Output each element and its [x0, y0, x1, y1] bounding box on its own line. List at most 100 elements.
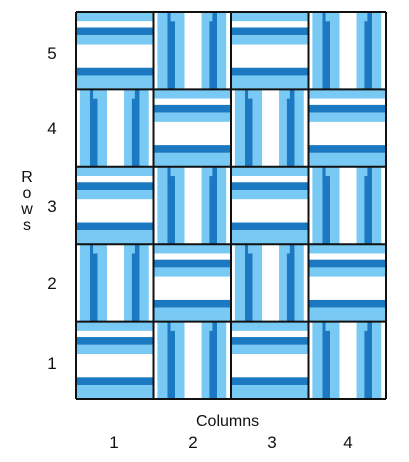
vertical-stripe-white: [231, 89, 235, 167]
horizontal-stripe-white: [153, 276, 231, 300]
weave-overlap-tick: [248, 89, 256, 99]
horizontal-stripe-light: [231, 12, 309, 22]
vertical-stripe-white: [308, 166, 313, 245]
weave-overlap-tick: [282, 244, 290, 254]
vertical-stripe-light: [294, 244, 304, 322]
vertical-stripe-white: [381, 166, 386, 245]
vertical-stripe-light: [312, 321, 323, 399]
horizontal-stripe-light: [231, 321, 309, 331]
vertical-stripe-light: [252, 89, 262, 167]
horizontal-stripe-white: [76, 21, 154, 28]
horizontal-stripe-light: [153, 307, 231, 322]
horizontal-stripe-light: [153, 244, 231, 254]
horizontal-stripe-dark: [153, 299, 231, 308]
weave-cell-r2-c3-vertical: [231, 244, 309, 322]
vertical-stripe-light: [330, 321, 340, 399]
weave-cell-r3-c1-horizontal: [76, 166, 154, 245]
vertical-stripe-light: [139, 89, 149, 167]
vertical-stripe-white: [184, 166, 202, 245]
vertical-stripe-white: [76, 244, 80, 322]
vertical-stripe-white: [226, 321, 231, 399]
vertical-stripe-dark: [209, 12, 218, 90]
vertical-stripe-light: [356, 12, 365, 90]
weave-cell-r1-c1-horizontal: [76, 321, 154, 399]
horizontal-stripe-white: [76, 176, 154, 183]
horizontal-stripe-light: [231, 75, 309, 90]
weave-overlap-tick: [170, 166, 179, 177]
vertical-stripe-light: [124, 89, 132, 167]
horizontal-stripe-light: [231, 385, 309, 399]
weave-overlap-tick: [248, 244, 256, 254]
vertical-stripe-white: [153, 321, 158, 399]
vertical-stripe-light: [175, 321, 185, 399]
weave-overlap-tick: [204, 321, 213, 331]
horizontal-stripe-dark: [153, 104, 231, 113]
horizontal-stripe-light: [76, 321, 154, 331]
horizontal-stripe-white: [76, 354, 154, 378]
vertical-stripe-light: [157, 166, 168, 245]
horizontal-stripe-dark: [76, 67, 154, 76]
vertical-stripe-white: [107, 89, 125, 167]
horizontal-stripe-dark: [308, 145, 386, 153]
horizontal-stripe-light: [76, 344, 154, 355]
vertical-stripe-white: [303, 89, 309, 167]
vertical-stripe-white: [148, 89, 154, 167]
vertical-stripe-dark: [286, 89, 295, 167]
weave-overlap-tick: [204, 166, 213, 177]
row-label-3: 3: [47, 197, 57, 216]
horizontal-stripe-white: [76, 330, 154, 338]
horizontal-stripe-white: [308, 98, 386, 105]
horizontal-stripe-white: [153, 98, 231, 105]
horizontal-stripe-dark: [308, 104, 386, 113]
weave-cell-r2-c2-horizontal: [153, 244, 231, 322]
vertical-stripe-white: [184, 321, 202, 399]
column-label-4: 4: [343, 433, 353, 452]
rows-axis-title-letter: w: [21, 201, 33, 218]
vertical-stripe-white: [308, 12, 313, 90]
horizontal-stripe-light: [308, 307, 386, 322]
vertical-stripe-light: [234, 244, 245, 322]
horizontal-stripe-light: [308, 267, 386, 277]
vertical-stripe-dark: [131, 89, 140, 167]
vertical-stripe-light: [157, 12, 168, 90]
weave-cell-r1-c3-horizontal: [231, 321, 309, 399]
horizontal-stripe-light: [153, 89, 231, 99]
columns-axis-title: Columns: [196, 413, 260, 430]
vertical-stripe-light: [252, 244, 262, 322]
vertical-stripe-dark: [167, 166, 176, 245]
vertical-stripe-dark: [364, 321, 373, 399]
vertical-stripe-light: [124, 244, 132, 322]
horizontal-stripe-dark: [308, 259, 386, 268]
weave-overlap-tick: [359, 166, 368, 177]
horizontal-stripe-white: [308, 276, 386, 300]
vertical-stripe-white: [339, 166, 357, 245]
vertical-stripe-light: [157, 321, 168, 399]
horizontal-stripe-dark: [231, 337, 309, 345]
vertical-stripe-white: [148, 244, 154, 322]
vertical-stripe-light: [330, 166, 340, 245]
horizontal-stripe-white: [231, 44, 309, 68]
horizontal-stripe-dark: [153, 145, 231, 153]
weave-cell-r5-c4-vertical: [308, 12, 386, 90]
vertical-stripe-light: [356, 321, 365, 399]
vertical-stripe-light: [279, 89, 287, 167]
vertical-stripe-light: [201, 12, 210, 90]
horizontal-stripe-white: [231, 176, 309, 183]
weave-cell-r4-c3-vertical: [231, 89, 309, 167]
weave-cell-r3-c3-horizontal: [231, 166, 309, 245]
weave-overlap-tick: [325, 166, 334, 177]
vertical-stripe-white: [262, 89, 280, 167]
weave-cell-r5-c1-horizontal: [76, 12, 154, 90]
rows-axis-title-letter: R: [21, 169, 33, 186]
horizontal-stripe-white: [76, 199, 154, 223]
column-label-1: 1: [109, 433, 119, 452]
horizontal-stripe-light: [231, 166, 309, 177]
weave-overlap-tick: [127, 89, 135, 99]
vertical-stripe-dark: [209, 321, 218, 399]
horizontal-stripe-light: [76, 75, 154, 90]
vertical-stripe-white: [381, 12, 386, 90]
vertical-stripe-light: [217, 321, 227, 399]
